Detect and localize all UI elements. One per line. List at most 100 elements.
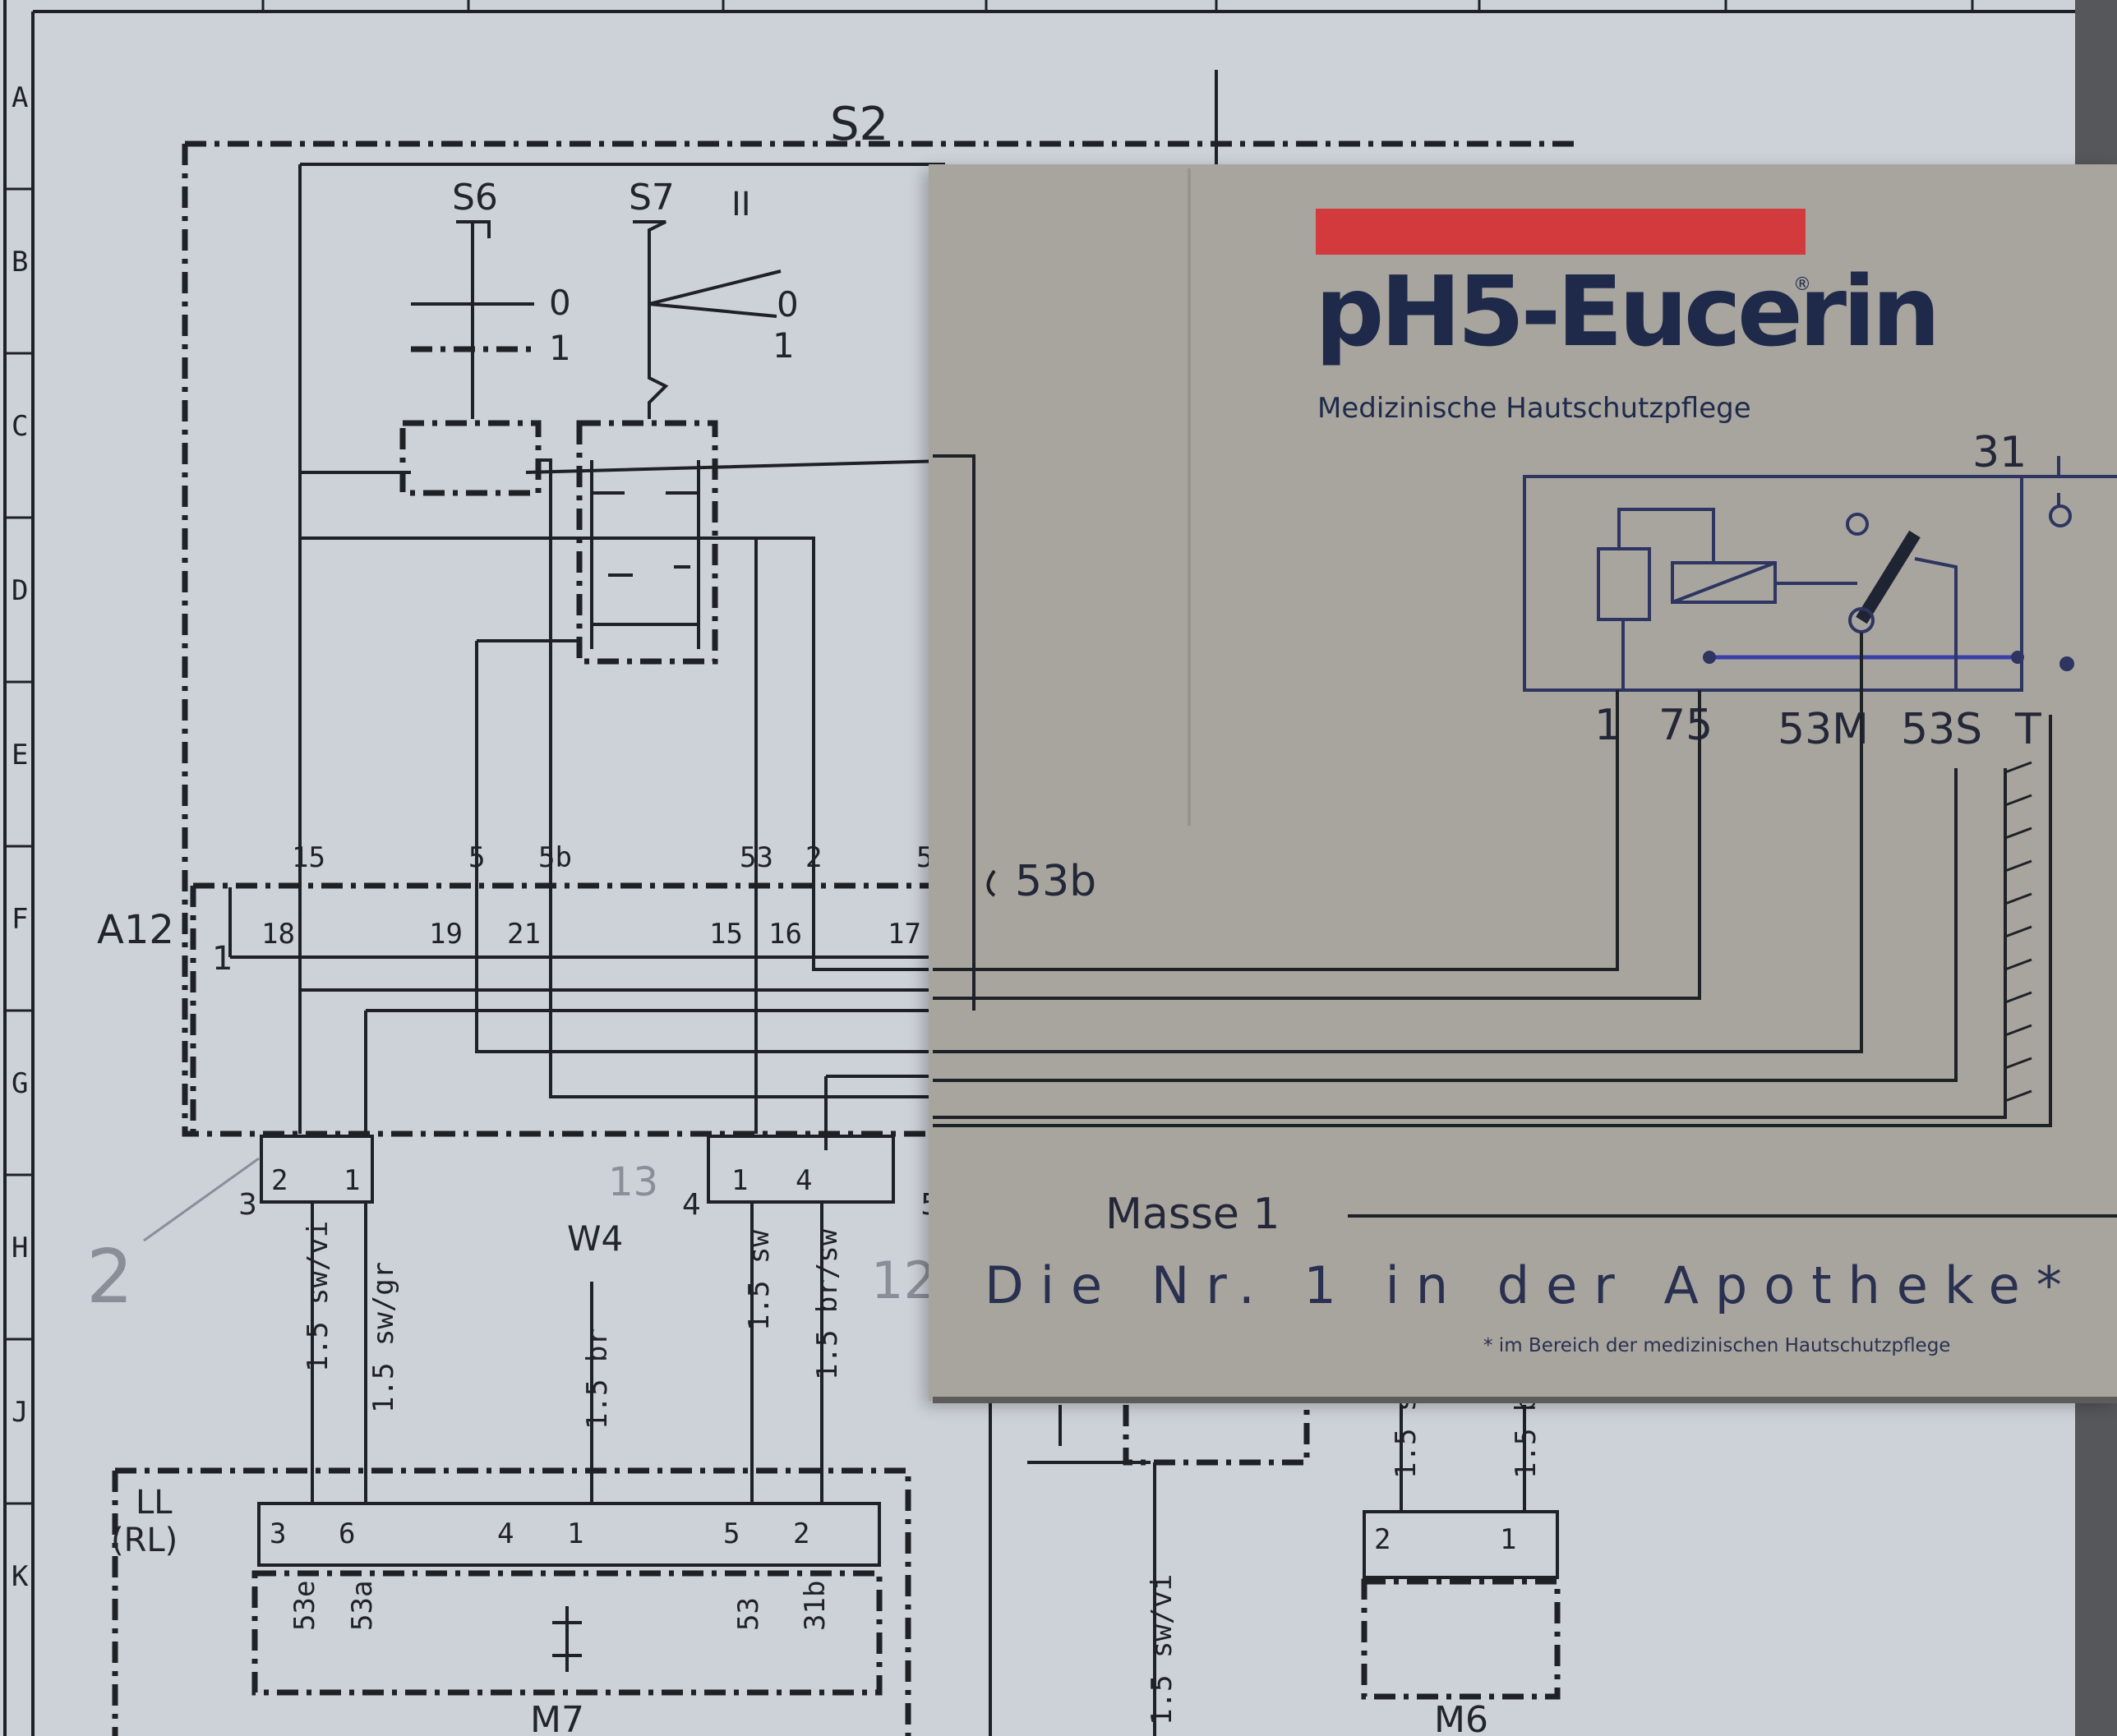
relay-box — [1523, 475, 2023, 692]
s7-actuator — [633, 220, 782, 419]
m7-symbol — [552, 1606, 582, 1672]
ruler-ticks — [5, 0, 1974, 1505]
row-letter-h: H — [12, 1232, 28, 1264]
relay-node-3 — [2059, 656, 2074, 671]
m6-connector — [1363, 1510, 1559, 1579]
ll-label: LL — [136, 1484, 173, 1522]
ground-31-label: 31 — [1972, 428, 2027, 477]
s6-contact-block — [399, 420, 542, 496]
m6-pin-1: 1 — [1500, 1523, 1516, 1556]
relay-terminal-53s: 53S — [1901, 705, 1982, 754]
s6-pos-0: 0 — [549, 283, 571, 323]
lower-pin-4: 4 — [796, 1164, 812, 1197]
m6-wires — [1400, 1405, 1526, 1512]
relay-coil-diag — [1672, 561, 1776, 604]
s2-boundary — [182, 140, 1574, 1137]
s6-output — [538, 458, 552, 879]
relay-ground-31 — [2022, 456, 2117, 505]
row-letter-c: C — [12, 410, 28, 443]
lower-pin-1: 2 — [271, 1164, 288, 1197]
m7-pin-4: 4 — [497, 1517, 514, 1550]
wires-to-m7 — [311, 1202, 823, 1503]
s7-pos-ii: II — [731, 186, 751, 223]
ground-w4-label: W4 — [567, 1218, 623, 1259]
ll-boundary — [112, 1467, 911, 1736]
card-wires — [933, 454, 2117, 1218]
relay-pivot — [1848, 607, 1875, 633]
s6-pos-1: 1 — [549, 328, 571, 368]
label-53b-bracket — [986, 869, 996, 897]
m7-pin-6: 6 — [339, 1517, 355, 1550]
relay-terminal-t: T — [2014, 705, 2041, 754]
pencil-arrow — [143, 1157, 260, 1242]
relay-coil-wires — [1617, 508, 1857, 690]
row-letter-k: K — [12, 1560, 29, 1593]
relay-node-2 — [2011, 651, 2024, 664]
wire-label-1: 1.5 sw/vi — [302, 1221, 334, 1372]
masse-label: Masse 1 — [1105, 1190, 1280, 1239]
lower-pin-2: 1 — [344, 1164, 360, 1197]
m7-sub-1: 53e — [288, 1581, 321, 1631]
relay-node-1 — [1703, 651, 1716, 664]
wire-label-3: 1.5 br — [581, 1328, 614, 1430]
lower-pin-3: 1 — [731, 1164, 748, 1197]
relay-coil — [1597, 547, 1651, 621]
relay-terminal-53m: 53M — [1778, 705, 1869, 754]
cardboard-edge — [933, 1397, 2117, 1403]
wire-label-6: 1.5 sw/vi — [1146, 1574, 1178, 1725]
connector-3-label: 3 — [238, 1188, 257, 1222]
m7-sub-4: 31b — [799, 1581, 832, 1631]
relay-terminal-top — [2049, 504, 2072, 527]
a12-pin-21: 21 — [507, 918, 541, 951]
s7-contact-block — [576, 420, 718, 665]
se-wiring — [1027, 1405, 1156, 1736]
m7-pin-5: 5 — [723, 1517, 740, 1550]
row-letter-f: F — [12, 903, 28, 936]
row-letter-e: E — [12, 739, 28, 771]
pencil-13: 13 — [608, 1159, 658, 1205]
m6-motor — [1361, 1578, 1561, 1700]
m7-pin-1: 1 — [567, 1517, 583, 1550]
a12-pin-16: 16 — [768, 918, 802, 951]
relay-switch-arm — [1856, 530, 1921, 624]
m7-pin-2: 2 — [793, 1517, 809, 1550]
row-letter-g: G — [12, 1067, 28, 1100]
cardboard-fold — [1188, 168, 1191, 826]
connector-4-label: 4 — [682, 1188, 701, 1222]
a12-pin-18: 18 — [261, 918, 295, 951]
a12-top-pin-1: 15 — [292, 841, 325, 874]
connector-3 — [260, 1135, 374, 1204]
relay-contact-top — [1846, 513, 1869, 536]
wire-label-5: 1.5 br/sw — [811, 1228, 844, 1380]
a12-top-pin-2: 5 — [468, 841, 485, 874]
row-letter-a: A — [12, 81, 28, 114]
registered-mark: ® — [1793, 274, 1811, 295]
s6-actuator — [456, 220, 491, 419]
m7-connector — [257, 1502, 881, 1567]
s7-contacts — [590, 460, 700, 649]
pencil-2: 2 — [86, 1234, 133, 1320]
pencil-12: 12 — [871, 1250, 936, 1310]
wire-label-2: 1.5 sw/gr — [367, 1262, 400, 1413]
brand-slogan: Die Nr. 1 in der Apotheke* — [985, 1255, 2078, 1315]
se-relay-fragment — [1123, 1405, 1310, 1466]
rl-label: (RL) — [111, 1522, 178, 1559]
label-53b: 53b — [1015, 857, 1096, 906]
s7-pos-1: 1 — [773, 325, 795, 366]
a12-top-pin-5: 2 — [805, 841, 822, 874]
relay-terminal-75: 75 — [1658, 701, 1713, 750]
a12-pin-15: 15 — [709, 918, 743, 951]
brand-subtitle: Medizinische Hautschutzpflege — [1317, 392, 1751, 425]
m7-sub-2: 53a — [346, 1581, 379, 1631]
s7-pos-0: 0 — [777, 284, 799, 325]
connector-4 — [707, 1135, 895, 1204]
m6-pin-2: 2 — [1374, 1523, 1391, 1556]
row-letter-b: B — [12, 246, 28, 279]
m7-pin-3: 3 — [270, 1517, 286, 1550]
m7-label: M7 — [530, 1699, 584, 1736]
wire-label-4: 1.5 sw — [743, 1230, 776, 1331]
a12-pin-17: 17 — [888, 918, 921, 951]
cardboard-overlay — [929, 164, 2117, 1401]
